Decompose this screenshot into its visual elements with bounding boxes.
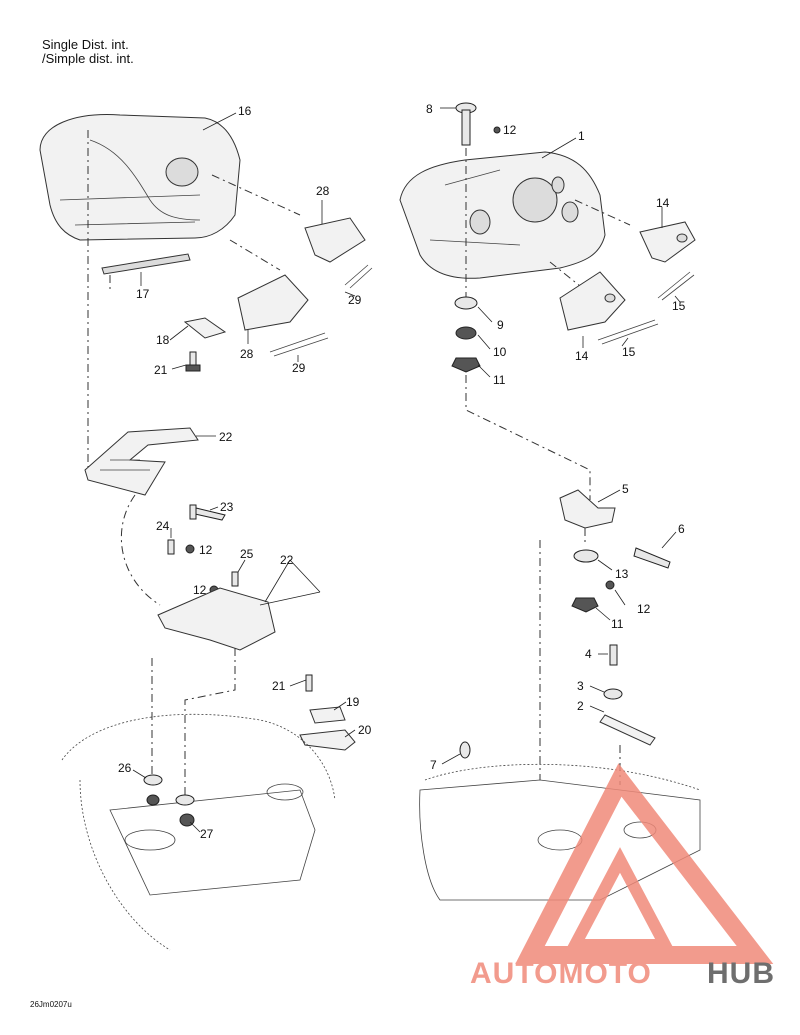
callout-21-lower: 21 [272,679,286,693]
callout-1: 1 [578,129,585,143]
logo-text-hub: HUB [707,957,775,990]
cover-14-upper [639,221,696,263]
callout-27: 27 [200,827,214,841]
screw-4 [609,644,618,666]
callout-3: 3 [577,679,584,693]
callout-20: 20 [358,723,372,737]
callout-23: 23 [220,500,234,514]
nut-27 [175,794,195,827]
callout-29-lower: 29 [292,361,306,375]
callout-15-upper: 15 [672,299,686,313]
nut-11-lower [571,597,599,613]
callout-28-lower: 28 [240,347,254,361]
trim-29-upper [344,264,373,289]
callout-25: 25 [240,547,254,561]
left-hood-section [61,713,336,951]
washer-3 [603,688,623,700]
callout-22-lower: 22 [280,553,294,567]
callout-5: 5 [622,482,629,496]
callout-19: 19 [346,695,360,709]
screw-21-lower [305,674,313,692]
callout-24: 24 [156,519,170,533]
callout-12-a: 12 [199,543,213,557]
callout-11-upper: 11 [493,373,506,387]
screw-21-upper [185,351,201,372]
callout-26: 26 [118,761,132,775]
callout-13: 13 [615,567,629,581]
callout-22-upper: 22 [219,430,233,444]
callout-28-upper: 28 [316,184,330,198]
screw-24 [167,539,195,555]
callout-11-lower: 11 [611,617,624,631]
callout-18: 18 [156,333,170,347]
callout-4: 4 [585,647,592,661]
bracket-22-upper [84,427,199,496]
trim-15-lower [597,319,659,345]
bracket-5 [559,489,616,529]
bracket-18 [183,317,227,339]
callout-16: 16 [238,104,252,118]
title-line-2: /Simple dist. int. [42,51,134,66]
callout-14-lower: 14 [575,349,589,363]
nut-11-upper [451,357,481,373]
trim-15-upper [657,271,695,301]
diagram-title: Single Dist. int. /Simple dist. int. [42,38,134,66]
trim-29-lower [269,332,329,357]
callout-29-upper: 29 [348,293,362,307]
callout-12-d: 12 [637,602,651,616]
automotohub-logo: AUTOMOTO HUB [470,763,775,990]
cover-28-upper [304,217,366,263]
callout-17: 17 [136,287,150,301]
strip-17 [101,253,191,275]
callout-8: 8 [426,102,433,116]
diagram-code: 26Jm0207u [30,1000,72,1009]
callout-10: 10 [493,345,507,359]
callout-15-lower: 15 [622,345,636,359]
rivet-23 [189,504,226,521]
callout-12-c: 12 [503,123,517,137]
callout-12-b: 12 [193,583,207,597]
console-1 [399,151,606,279]
callout-7: 7 [430,758,437,772]
bolt-8 [455,102,477,146]
cover-14-lower [559,271,626,331]
rivet-6 [633,547,671,569]
washer-26 [143,774,163,806]
bracket-22-lower [157,587,321,651]
strap-2 [599,714,656,746]
plate-20 [299,729,356,751]
lockwasher-10 [455,326,477,340]
console-cover-16 [39,114,241,241]
callout-14-upper: 14 [656,196,670,210]
logo-text-automoto: AUTOMOTO [470,957,652,990]
washer-9 [454,296,478,310]
callout-2: 2 [577,699,584,713]
clip-19 [309,706,346,724]
washer-13 [573,549,599,563]
grommet-7 [459,741,471,759]
callout-6: 6 [678,522,685,536]
callout-21-upper: 21 [154,363,168,377]
cover-28-lower [237,274,309,331]
callout-9: 9 [497,318,504,332]
title-line-1: Single Dist. int. [42,37,129,52]
